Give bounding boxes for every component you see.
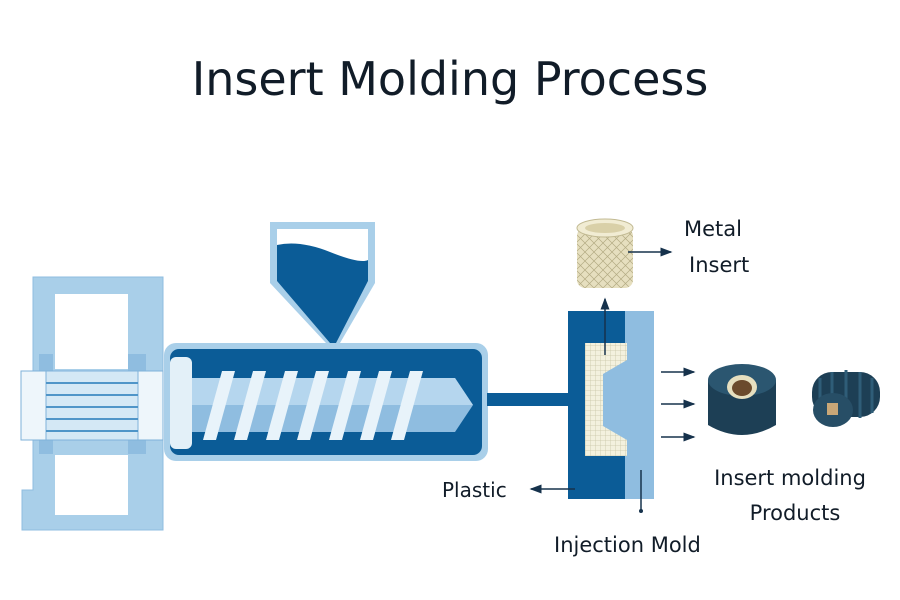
injection-mold-label: Injection Mold bbox=[554, 533, 701, 557]
nozzle bbox=[487, 393, 569, 406]
product-knob-front bbox=[708, 364, 776, 435]
metal-insert-label-2: Insert bbox=[689, 253, 749, 277]
products-label-2: Products bbox=[750, 501, 841, 525]
plastic-label: Plastic bbox=[442, 478, 507, 502]
injection-mold bbox=[568, 311, 654, 499]
product-knob-back bbox=[812, 370, 880, 427]
page-title: Insert Molding Process bbox=[192, 52, 709, 106]
metal-insert bbox=[576, 218, 634, 288]
hopper bbox=[270, 222, 375, 343]
tie-bar-cylinder bbox=[20, 370, 164, 441]
products-label-1: Insert molding bbox=[714, 466, 866, 490]
screw-flights bbox=[203, 371, 423, 440]
barrel bbox=[164, 343, 488, 461]
metal-insert-label-1: Metal bbox=[684, 217, 742, 241]
output-arrows bbox=[661, 367, 696, 442]
